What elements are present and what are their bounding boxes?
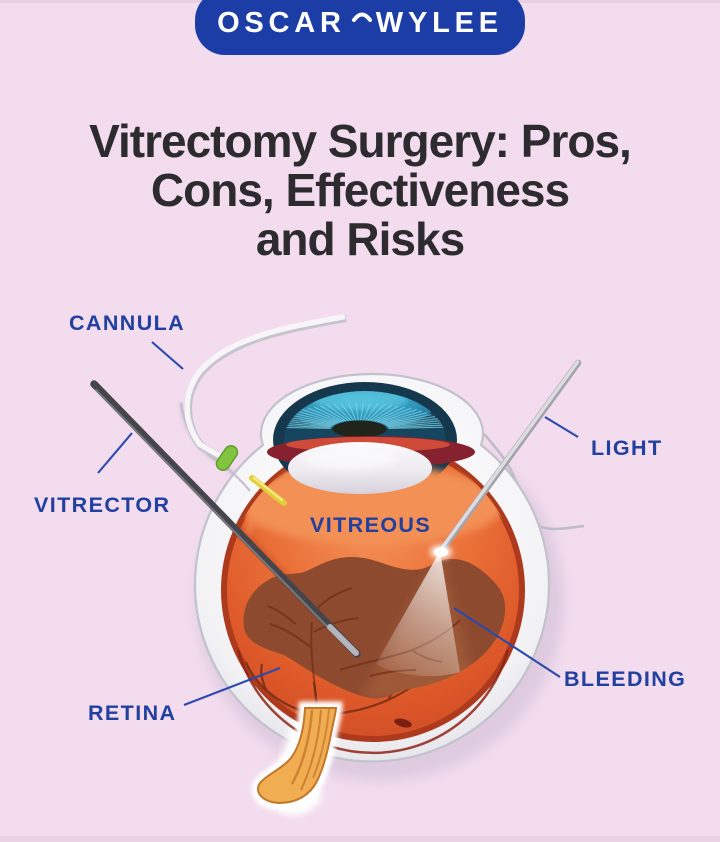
svg-text:CANNULA: CANNULA bbox=[69, 311, 185, 335]
svg-text:LIGHT: LIGHT bbox=[591, 436, 663, 460]
svg-text:RETINA: RETINA bbox=[88, 701, 176, 725]
svg-text:BLEEDING: BLEEDING bbox=[564, 667, 686, 691]
svg-text:VITREOUS: VITREOUS bbox=[310, 513, 431, 537]
svg-text:VITRECTOR: VITRECTOR bbox=[34, 493, 170, 517]
